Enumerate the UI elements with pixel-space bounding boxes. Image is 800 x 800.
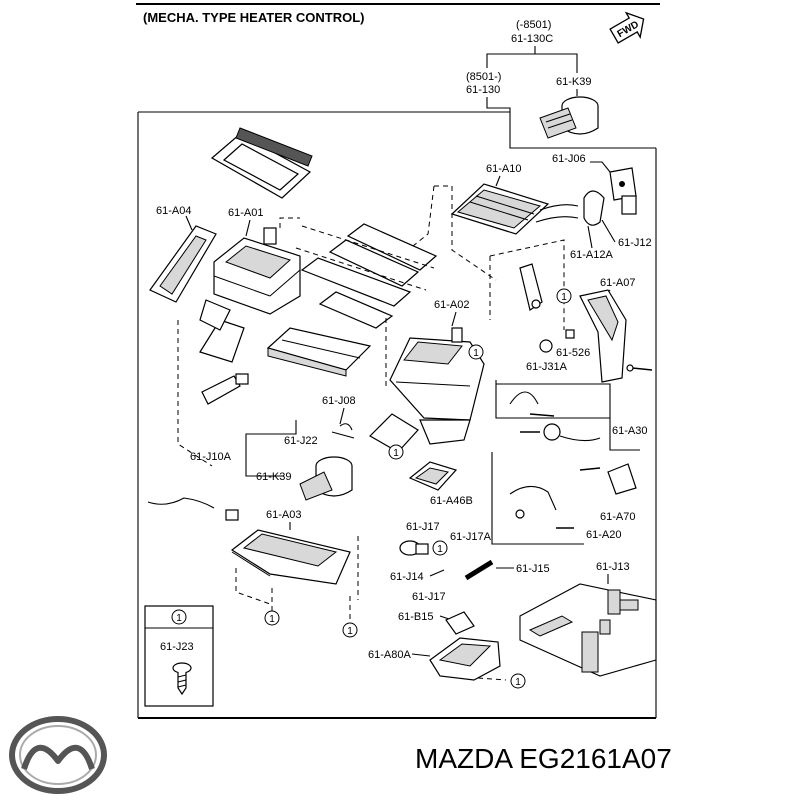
callout-61-J12: 61-J12 bbox=[618, 237, 652, 249]
filter-stack bbox=[300, 223, 438, 329]
actuator-motor bbox=[399, 540, 429, 556]
svg-text:1: 1 bbox=[347, 626, 353, 637]
svg-text:1: 1 bbox=[561, 292, 567, 303]
callout-61-J31A: 61-J31A bbox=[526, 361, 568, 373]
seal-gasket bbox=[408, 461, 458, 491]
screw-icon bbox=[172, 662, 192, 696]
callout-61-A70: 61-A70 bbox=[600, 511, 635, 523]
callout-61-J06: 61-J06 bbox=[552, 153, 586, 165]
side-duct bbox=[149, 225, 217, 303]
heater-core bbox=[450, 183, 579, 235]
legend-box: 1 61-J23 bbox=[144, 605, 214, 707]
control-actuator bbox=[607, 463, 637, 495]
callout-61-J23: 61-J23 bbox=[160, 641, 194, 653]
callout-61-A01: 61-A01 bbox=[228, 207, 263, 219]
callout-61-A46B: 61-A46B bbox=[430, 495, 473, 507]
circle-marker: 1 bbox=[388, 444, 404, 460]
hose-clamp-bracket bbox=[583, 167, 637, 226]
screw-a07 bbox=[626, 364, 653, 372]
drain-hose bbox=[147, 497, 215, 509]
callout-61-J10A: 61-J10A bbox=[190, 451, 232, 463]
callout-61-J08: 61-J08 bbox=[322, 395, 356, 407]
callout-61-A30: 61-A30 bbox=[612, 425, 647, 437]
main-heater-unit bbox=[369, 327, 485, 453]
callout-61-K39: 61-K39 bbox=[256, 471, 291, 483]
side-vent-duct bbox=[579, 289, 627, 383]
cable-linkage bbox=[509, 485, 574, 529]
callout-61-A04: 61-A04 bbox=[156, 205, 191, 217]
blower-motor bbox=[299, 456, 353, 501]
callout-61-J17-b: 61-J17 bbox=[412, 591, 446, 603]
callout-61-A12A: 61-A12A bbox=[570, 249, 613, 261]
callout-61-B15: 61-B15 bbox=[398, 611, 433, 623]
intake-duct bbox=[199, 299, 245, 363]
callout-61-J17-a: 61-J17 bbox=[406, 521, 440, 533]
svg-text:1: 1 bbox=[269, 614, 275, 625]
callout-8501-minus: (-8501) bbox=[516, 19, 551, 31]
circle-marker: 1 bbox=[510, 673, 526, 689]
control-linkage bbox=[509, 391, 601, 471]
defroster-duct bbox=[429, 637, 501, 681]
clip-526 bbox=[565, 329, 575, 339]
mount-bracket bbox=[519, 263, 543, 311]
blower-motor-top bbox=[539, 96, 599, 139]
circle-marker: 1 bbox=[264, 610, 280, 626]
callout-526: 61-526 bbox=[556, 347, 590, 359]
callout-61-A03: 61-A03 bbox=[266, 509, 301, 521]
legend-marker: 1 bbox=[176, 613, 182, 624]
callout-8501-plus: (8501-) bbox=[466, 71, 501, 83]
gasket-b15 bbox=[445, 611, 475, 635]
upper-case bbox=[213, 227, 301, 315]
part-number-title: MAZDA EG2161A07 bbox=[415, 743, 672, 774]
callout-61-A07: 61-A07 bbox=[600, 277, 635, 289]
callout-61-130C: 61-130C bbox=[511, 33, 553, 45]
circle-marker: 1 bbox=[432, 540, 448, 556]
callout-61-130: 61-130 bbox=[466, 84, 500, 96]
circle-marker: 1 bbox=[556, 288, 572, 304]
svg-text:1: 1 bbox=[473, 348, 479, 359]
mazda-logo-icon bbox=[9, 716, 107, 794]
leader-130C-k39 bbox=[535, 53, 578, 73]
circle-marker: 1 bbox=[468, 344, 484, 360]
lower-case bbox=[230, 529, 351, 585]
leader-130C bbox=[486, 46, 536, 68]
circle-marker: 1 bbox=[342, 622, 358, 638]
callout-61-A10: 61-A10 bbox=[486, 163, 521, 175]
insulator-set bbox=[519, 583, 657, 677]
callout-61-J14: 61-J14 bbox=[390, 571, 424, 583]
callout-61-J13: 61-J13 bbox=[596, 561, 630, 573]
callout-61-J17A: 61-J17A bbox=[450, 531, 492, 543]
leader-130 bbox=[486, 97, 656, 149]
filter-frame-top bbox=[210, 127, 313, 199]
callout-61-J15: 61-J15 bbox=[516, 563, 550, 575]
rod-j15 bbox=[464, 559, 497, 581]
callout-61-K39-top: 61-K39 bbox=[556, 76, 591, 88]
link-bracket bbox=[201, 373, 249, 405]
callout-61-A80A: 61-A80A bbox=[368, 649, 411, 661]
callout-61-J22: 61-J22 bbox=[284, 435, 318, 447]
svg-text:1: 1 bbox=[393, 448, 399, 459]
clip-j22 bbox=[331, 423, 355, 439]
air-filter-box bbox=[266, 327, 372, 377]
diagram-title: (MECHA. TYPE HEATER CONTROL) bbox=[143, 10, 364, 25]
svg-text:1: 1 bbox=[437, 544, 443, 555]
fwd-arrow-icon: FWD bbox=[609, 11, 645, 44]
callout-61-A20: 61-A20 bbox=[586, 529, 621, 541]
grommet-j31a bbox=[539, 339, 553, 353]
svg-text:1: 1 bbox=[515, 677, 521, 688]
callout-61-A02: 61-A02 bbox=[434, 299, 469, 311]
